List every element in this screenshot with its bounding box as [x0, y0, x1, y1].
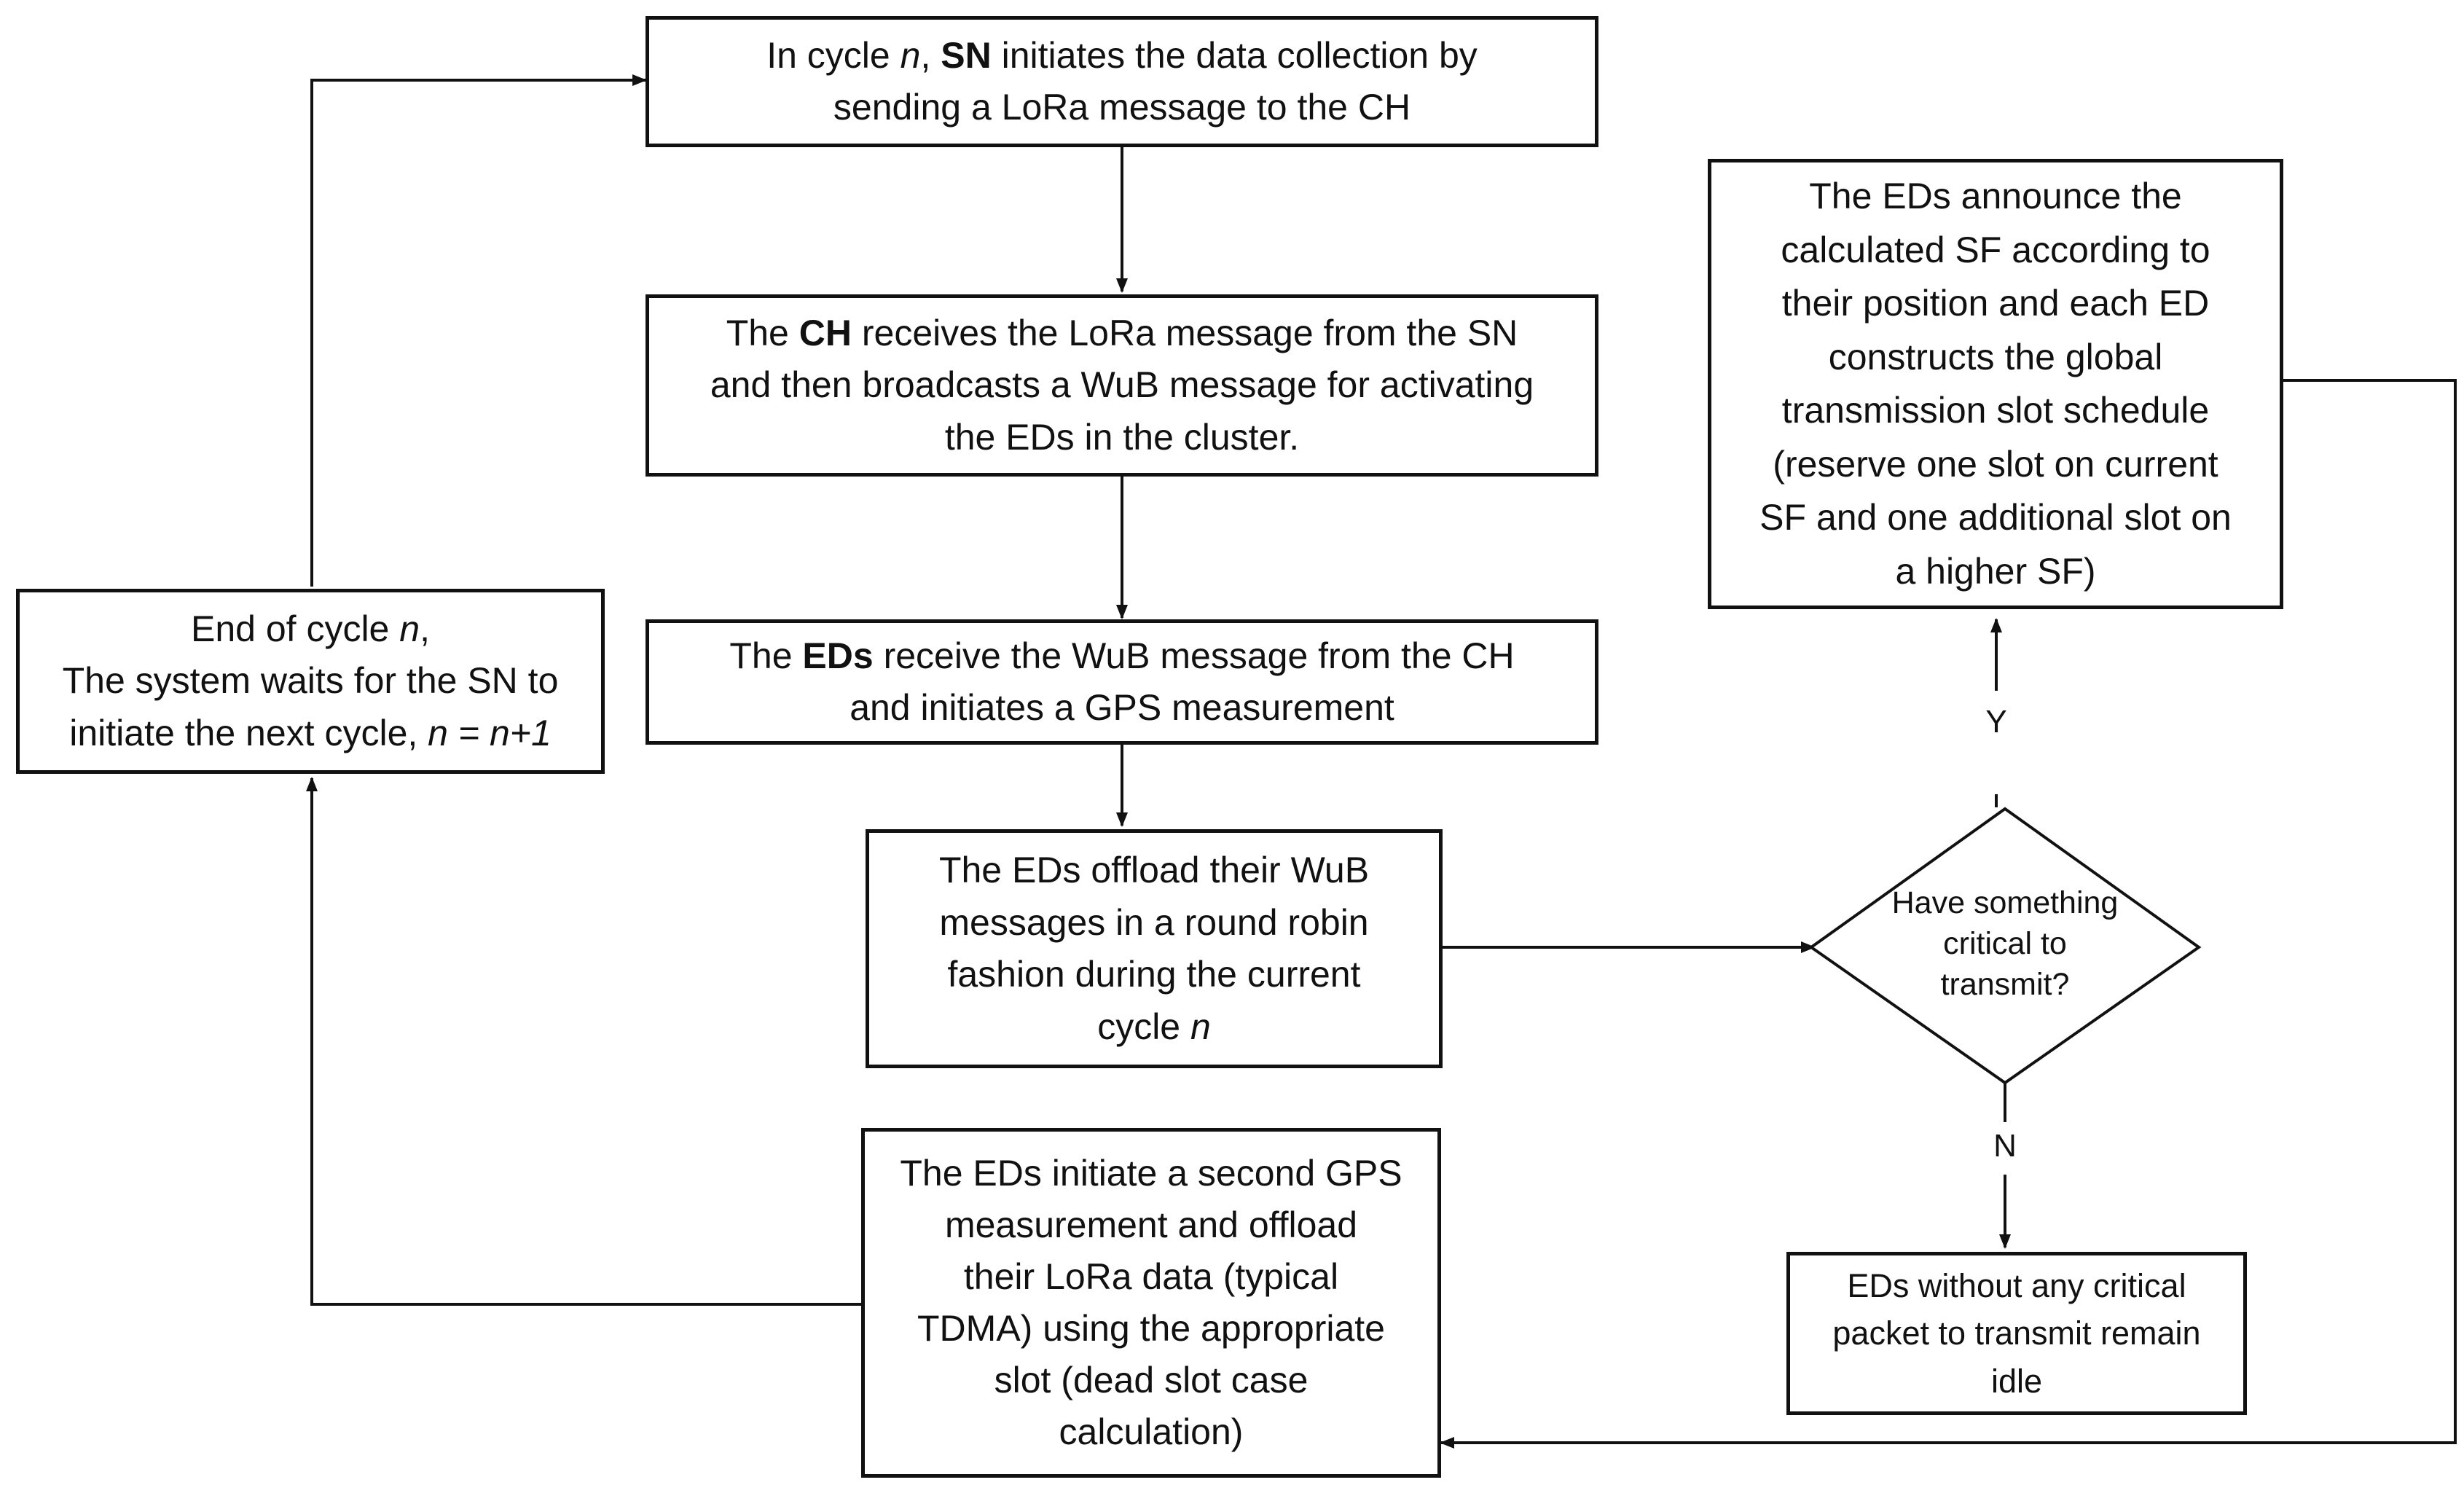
- node-end-cycle: End of cycle n, The system waits for the…: [16, 589, 605, 774]
- arrow-announce-to-second-gps: [1440, 379, 2457, 1449]
- node-end-text-line2: The system waits for the SN to: [62, 660, 559, 702]
- decision-diamond: [1808, 807, 2202, 1085]
- decision-text-line1: Have something: [1891, 885, 2119, 920]
- node-start-text-line2: sending a LoRa message to the CH: [833, 87, 1411, 128]
- arrow-second-gps-to-end: [306, 777, 861, 1306]
- node-start: In cycle n, SN initiates the data collec…: [646, 16, 1598, 147]
- node-idle-text-line2: packet to transmit remain: [1832, 1314, 2201, 1352]
- node-announce-text-line7: SF and one additional slot on: [1759, 497, 2232, 538]
- node-idle: EDs without any critical packet to trans…: [1786, 1252, 2247, 1415]
- cycle-increment: n = n+1: [428, 712, 552, 753]
- decision-text: Have something critical to transmit?: [1852, 883, 2158, 1006]
- node-ch-text-line3: the EDs in the cluster.: [944, 416, 1300, 458]
- node-announce-sf: The EDs announce the calculated SF accor…: [1708, 159, 2283, 609]
- node-announce-text-line6: (reserve one slot on current: [1773, 443, 2218, 485]
- actor-eds: EDs: [802, 635, 874, 676]
- node-second-gps: The EDs initiate a second GPS measuremen…: [861, 1128, 1441, 1478]
- node-offload-wub: The EDs offload their WuB messages in a …: [866, 829, 1443, 1068]
- actor-sn: SN: [941, 34, 992, 76]
- node-second-gps-text-line5: slot (dead slot case: [994, 1360, 1308, 1400]
- actor-ch: CH: [799, 312, 852, 353]
- arrow-end-to-start: [310, 74, 647, 587]
- node-ch-text-prefix: The: [726, 312, 799, 353]
- node-second-gps-text-line1: The EDs initiate a second GPS: [900, 1153, 1402, 1194]
- node-ch-text-line2: and then broadcasts a WuB message for ac…: [710, 364, 1534, 406]
- node-offload-text-line2: messages in a round robin: [939, 901, 1369, 943]
- node-second-gps-text-line6: calculation): [1059, 1411, 1244, 1452]
- node-idle-text-line1: EDs without any critical: [1847, 1267, 2186, 1305]
- node-ch-text-rest: receives the LoRa message from the SN: [851, 312, 1518, 353]
- node-eds-gps-text-prefix: The: [729, 635, 803, 676]
- decision-text-line3: transmit?: [1940, 966, 2070, 1002]
- node-offload-text-line1: The EDs offload their WuB: [938, 850, 1370, 890]
- node-start-text-rest: initiates the data collection by: [991, 34, 1478, 76]
- node-eds-gps-text-rest: receive the WuB message from the CH: [873, 635, 1515, 676]
- node-offload-text-line4: cycle: [1097, 1006, 1190, 1047]
- node-announce-text-line3: their position and each ED: [1781, 283, 2210, 324]
- label-no: N: [1993, 1128, 2017, 1164]
- node-second-gps-text-line3: their LoRa data (typical: [963, 1256, 1339, 1297]
- decision-text-line2: critical to: [1943, 925, 2067, 961]
- cycle-variable: n: [1190, 1006, 1211, 1047]
- node-announce-text-line2: calculated SF according to: [1781, 229, 2210, 270]
- node-ch-broadcast: The CH receives the LoRa message from th…: [646, 294, 1598, 477]
- node-end-text-comma: ,: [420, 608, 430, 649]
- node-eds-gps: The EDs receive the WuB message from the…: [646, 619, 1598, 745]
- node-end-text-line3: initiate the next cycle,: [69, 712, 428, 753]
- node-announce-text-line1: The EDs announce the: [1809, 176, 2182, 216]
- node-start-text-prefix: In cycle: [766, 34, 901, 76]
- node-second-gps-text-line4: TDMA) using the appropriate: [917, 1308, 1385, 1349]
- node-eds-gps-text-line2: and initiates a GPS measurement: [850, 687, 1394, 728]
- cycle-variable: n: [399, 608, 420, 649]
- node-announce-text-line8: a higher SF): [1895, 550, 2096, 592]
- node-second-gps-text-line2: measurement and offload: [944, 1204, 1358, 1245]
- cycle-variable: n: [900, 34, 921, 76]
- node-offload-text-line3: fashion during the current: [947, 954, 1361, 995]
- label-yes: Y: [1985, 704, 2007, 740]
- node-announce-text-line5: transmission slot schedule: [1781, 390, 2210, 431]
- node-idle-text-line3: idle: [1990, 1362, 2043, 1400]
- node-announce-text-line4: constructs the global: [1828, 336, 2163, 377]
- node-start-text-comma: ,: [920, 34, 941, 76]
- node-end-text-line1: End of cycle: [191, 608, 400, 649]
